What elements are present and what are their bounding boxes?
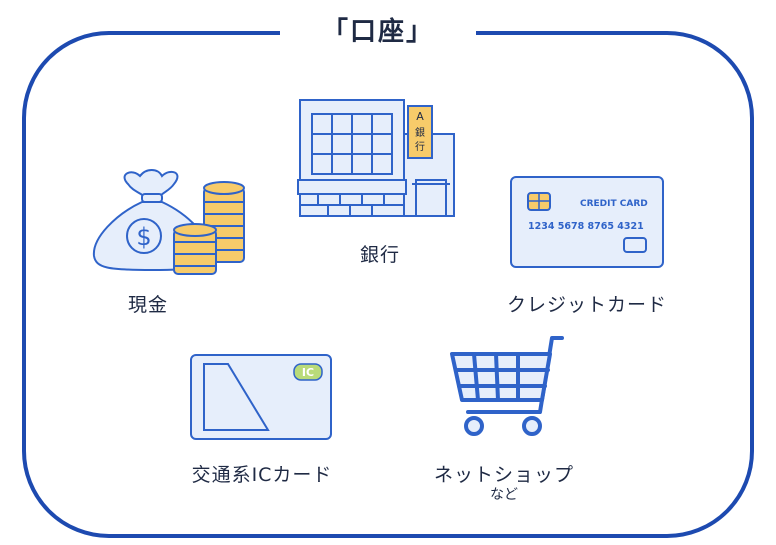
money-bag-icon: $ xyxy=(92,169,245,275)
card-number: 1234 5678 8765 4321 xyxy=(528,221,644,232)
bank-sign-line1: 銀 xyxy=(415,126,425,139)
net-shop-label: ネットショップ xyxy=(433,464,574,486)
shopping-cart-icon xyxy=(450,336,564,436)
bank-sign-line2: 行 xyxy=(415,140,425,153)
page-title: 「口座」 xyxy=(280,12,476,52)
ic-card-icon: IC xyxy=(190,354,332,440)
bank-building-icon: A 銀 行 xyxy=(297,99,455,217)
ic-card-label: 交通系ICカード xyxy=(191,464,333,486)
bank-sign-letter: A xyxy=(416,110,424,123)
cash-label: 現金 xyxy=(127,294,168,316)
ic-badge: IC xyxy=(302,366,314,379)
bank-label: 銀行 xyxy=(359,244,400,266)
card-title: CREDIT CARD xyxy=(580,199,648,209)
net-shop-sublabel: など xyxy=(490,487,518,503)
credit-card-icon: CREDIT CARD 1234 5678 8765 4321 xyxy=(510,176,664,268)
currency-symbol: $ xyxy=(136,223,151,251)
credit-card-label: クレジットカード xyxy=(506,294,667,316)
